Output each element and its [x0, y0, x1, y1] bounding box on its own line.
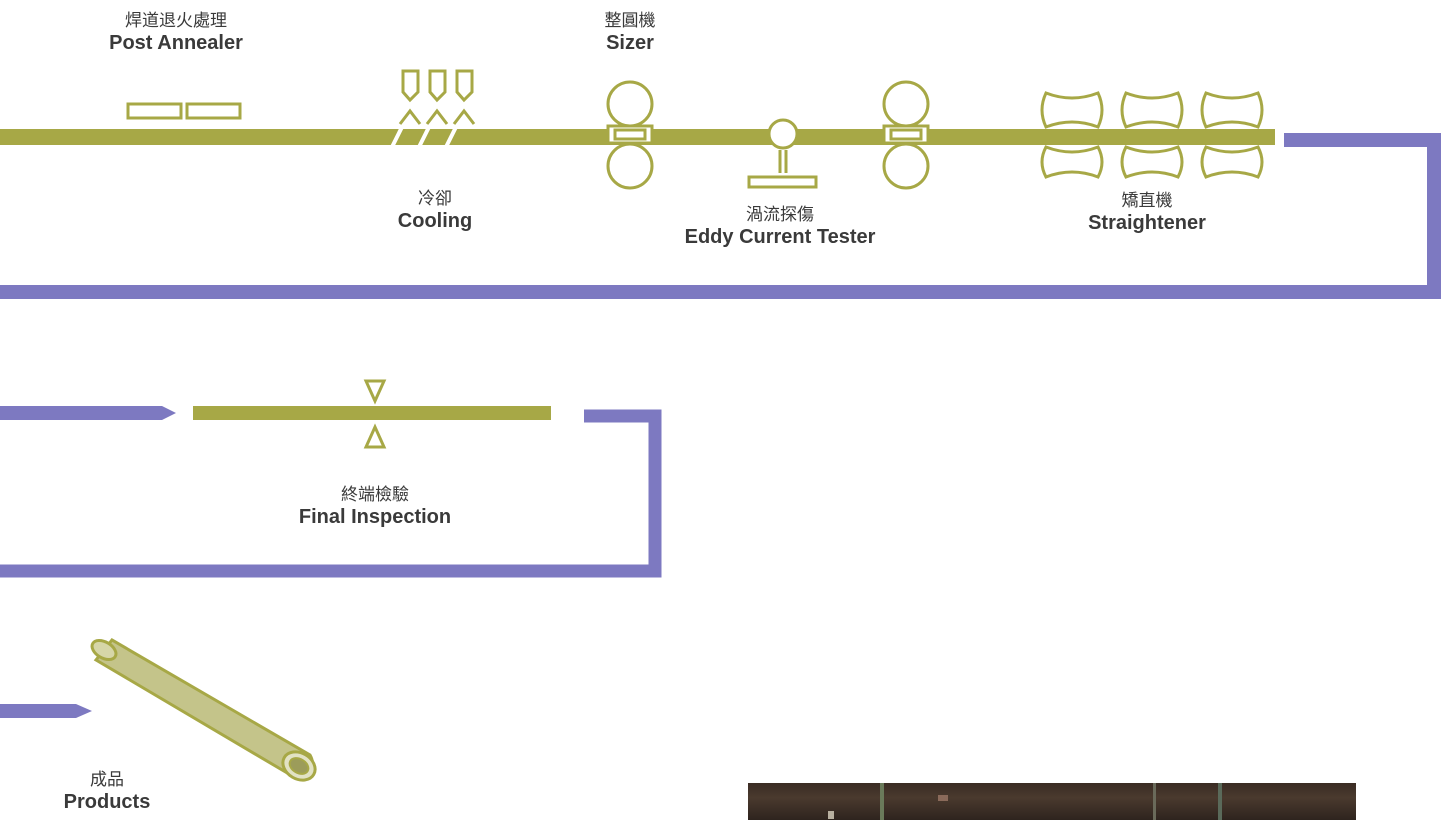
final-inspection-label-en: Final Inspection: [298, 505, 452, 528]
sizer-label-en: Sizer: [606, 31, 654, 54]
tube-line-row2: [193, 406, 551, 420]
eddy-current-tester-icon: [747, 118, 818, 189]
cooling-label-en: Cooling: [397, 209, 473, 232]
conveyor-path-top: [0, 133, 1441, 299]
post-annealer-label-en: Post Annealer: [109, 31, 243, 54]
conveyor-arrow-row2: [0, 406, 176, 420]
photo-light-2: [938, 795, 948, 801]
post-annealer-label: 焊道退火處理 Post Annealer: [76, 11, 276, 55]
conveyor-arrow-row3: [0, 704, 92, 718]
sizer-label-zh: 整圓機: [604, 11, 656, 31]
product-pipe-icon: [90, 638, 317, 782]
post-annealer-label-zh: 焊道退火處理: [125, 11, 227, 31]
products-label: 成品 Products: [57, 770, 157, 814]
eddy-current-label-zh: 渦流探傷: [746, 205, 814, 225]
final-inspection-label: 終端檢驗 Final Inspection: [275, 485, 475, 529]
factory-photo: [748, 783, 1356, 820]
post-annealer-icon: [126, 102, 242, 120]
final-inspection-icon: [363, 379, 387, 449]
straightener-label-en: Straightener: [1088, 211, 1206, 234]
photo-light-1: [828, 811, 834, 819]
cooling-water-breaks: [390, 126, 458, 148]
eddy-current-label: 渦流探傷 Eddy Current Tester: [660, 205, 900, 249]
eddy-current-label-en: Eddy Current Tester: [684, 225, 876, 248]
straightener-label: 矯直機 Straightener: [1067, 191, 1227, 235]
photo-beam-3: [1218, 783, 1222, 820]
straightener-rolls-icon: [1040, 91, 1264, 179]
straightener-label-zh: 矯直機: [1121, 191, 1173, 211]
conveyor-path-row2: [0, 409, 662, 578]
photo-beam-2: [1153, 783, 1156, 820]
products-label-en: Products: [63, 790, 151, 813]
cooling-label: 冷卻 Cooling: [385, 189, 485, 233]
products-label-zh: 成品: [90, 770, 124, 790]
sizer-rolls-icon: [606, 80, 654, 190]
cooling-nozzles-icon: [398, 69, 476, 125]
final-inspection-label-zh: 終端檢驗: [341, 485, 409, 505]
sizer-rolls-2-icon: [882, 80, 930, 190]
sizer-label: 整圓機 Sizer: [580, 11, 680, 55]
cooling-label-zh: 冷卻: [418, 189, 452, 209]
photo-beam-1: [880, 783, 884, 820]
